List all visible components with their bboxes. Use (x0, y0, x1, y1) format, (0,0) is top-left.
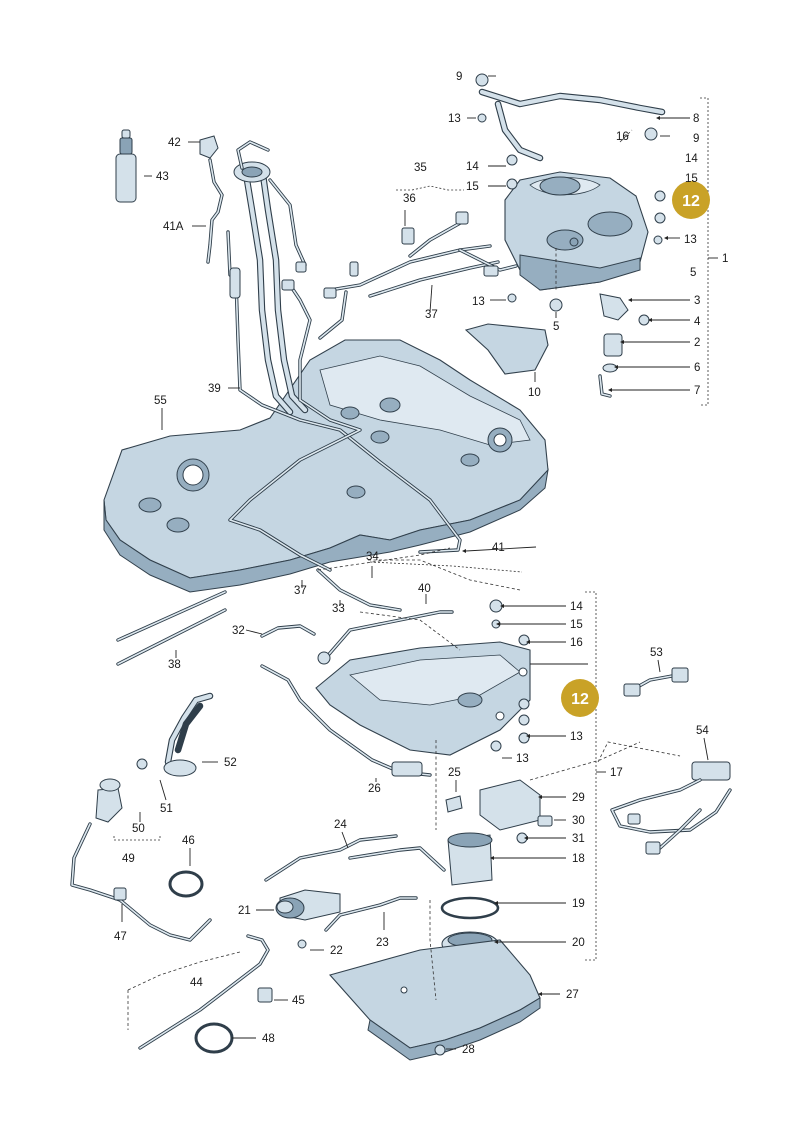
callout-6: 6 (694, 362, 700, 374)
callout-18: 18 (572, 853, 585, 865)
callout-10: 10 (528, 387, 541, 399)
callout-15-b: 15 (685, 173, 698, 185)
callout-14-c: 14 (570, 601, 583, 613)
callout-16-b: 16 (570, 637, 583, 649)
callout-15-a: 15 (466, 181, 479, 193)
callout-13-b: 13 (684, 234, 697, 246)
dashed-guides (127, 129, 681, 1030)
callout-36: 36 (403, 193, 416, 205)
callout-54: 54 (696, 725, 709, 737)
callout-31: 31 (572, 833, 585, 845)
callout-20: 20 (572, 937, 585, 949)
callout-24: 24 (334, 819, 347, 831)
callout-45: 45 (292, 995, 305, 1007)
highlight-badge-12-bottom[interactable]: 12 (561, 679, 599, 717)
highlight-badge-12-top[interactable]: 12 (672, 181, 710, 219)
callout-2: 2 (694, 337, 700, 349)
callout-40: 40 (418, 583, 431, 595)
callout-39: 39 (208, 383, 221, 395)
callout-47: 47 (114, 931, 127, 943)
svg-text:12: 12 (571, 691, 589, 708)
callout-26: 26 (368, 783, 381, 795)
callout-14-b: 14 (685, 153, 698, 165)
callout-29: 29 (572, 792, 585, 804)
callout-9-top: 9 (456, 71, 462, 83)
callout-22: 22 (330, 945, 343, 957)
callout-1: 1 (722, 253, 728, 265)
callout-51: 51 (160, 803, 173, 815)
callout-5: 5 (553, 321, 559, 333)
svg-text:12: 12 (682, 193, 700, 210)
callout-5-right: 5 (690, 267, 696, 279)
callout-41: 41 (492, 542, 505, 554)
callout-13-c: 13 (472, 296, 485, 308)
callout-50: 50 (132, 823, 145, 835)
callout-52: 52 (224, 757, 237, 769)
callout-21: 21 (238, 905, 251, 917)
callout-7: 7 (694, 385, 700, 397)
lower-components (70, 568, 732, 1061)
callout-16-a: 16 (616, 131, 629, 143)
callout-48: 48 (262, 1033, 275, 1045)
callout-55: 55 (154, 395, 167, 407)
callout-13-e: 13 (516, 753, 529, 765)
callout-17: 17 (610, 767, 623, 779)
callout-13-d: 13 (570, 731, 583, 743)
callout-43: 43 (156, 171, 169, 183)
group-brackets (113, 97, 718, 961)
callout-8: 8 (693, 113, 699, 125)
callout-53: 53 (650, 647, 663, 659)
callout-34: 34 (366, 551, 379, 563)
callout-19: 19 (572, 898, 585, 910)
callout-38: 38 (168, 659, 181, 671)
callout-27: 27 (566, 989, 579, 1001)
callout-46: 46 (182, 835, 195, 847)
callout-30: 30 (572, 815, 585, 827)
callout-23: 23 (376, 937, 389, 949)
callout-28: 28 (462, 1044, 475, 1056)
leader-lines (121, 75, 709, 1050)
callout-49: 49 (122, 853, 135, 865)
callout-25: 25 (448, 767, 461, 779)
callout-44: 44 (190, 977, 203, 989)
callout-42: 42 (168, 137, 181, 149)
callout-41a: 41A (163, 221, 184, 233)
callout-15-c: 15 (570, 619, 583, 631)
callout-3: 3 (694, 295, 700, 307)
carbon-canister-assembly (464, 73, 666, 398)
callout-35: 35 (414, 162, 427, 174)
callout-37-bottom: 37 (294, 585, 307, 597)
callout-32: 32 (232, 625, 245, 637)
callout-37-top: 37 (425, 309, 438, 321)
leader-arrowheads (462, 116, 668, 996)
fuel-tank-main (103, 129, 549, 593)
callout-9: 9 (693, 133, 699, 145)
callout-labels: 9 13 8 16 9 14 14 15 15 13 1 5 13 5 3 4 … (114, 71, 728, 1056)
callout-13-a: 13 (448, 113, 461, 125)
callout-4: 4 (694, 316, 701, 328)
callout-14-a: 14 (466, 161, 479, 173)
callout-33: 33 (332, 603, 345, 615)
